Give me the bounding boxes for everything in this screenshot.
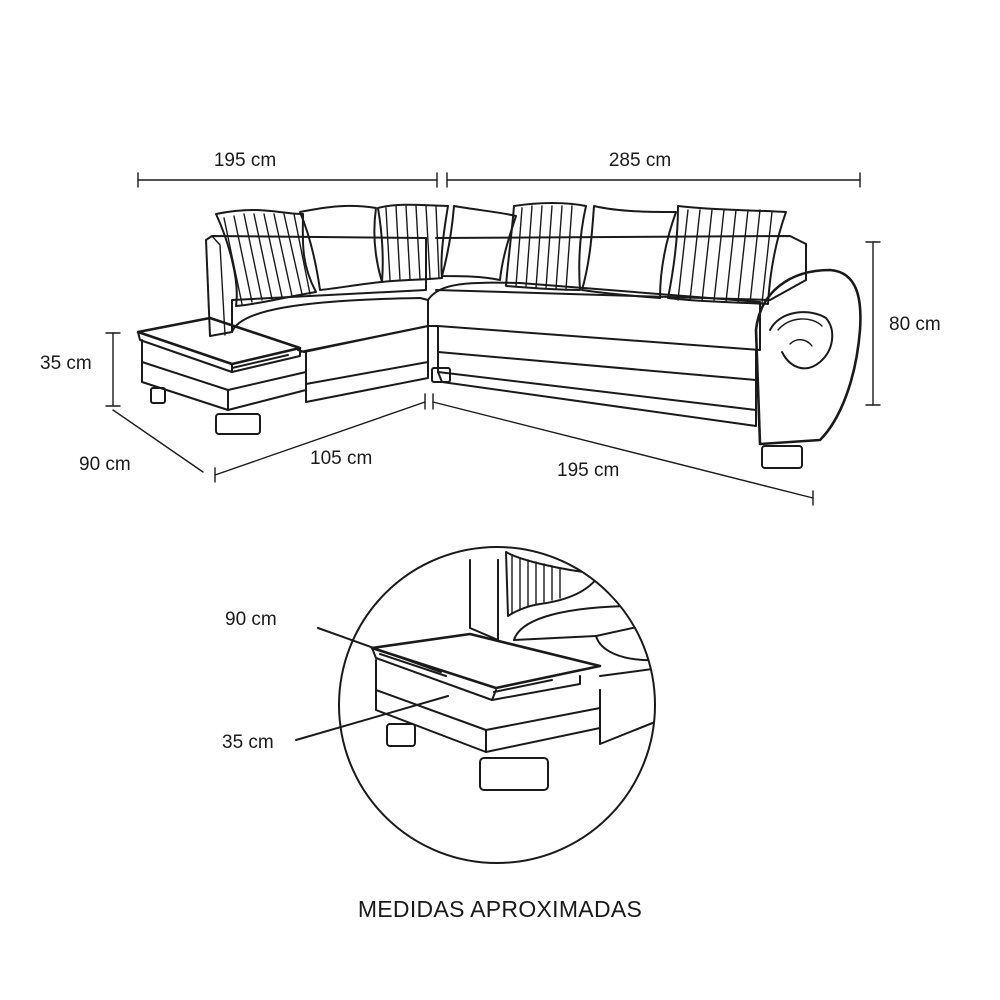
dimension-line-front-right — [432, 393, 814, 506]
detail-foot-front — [479, 757, 549, 791]
foot-right-front — [761, 445, 803, 469]
label-back-height: 80 cm — [889, 314, 941, 335]
striped-pillow-4 — [667, 205, 787, 305]
detail-table-top — [370, 632, 602, 690]
dimension-line-back-height — [865, 241, 881, 406]
dimension-line-chaise-depth — [112, 409, 204, 473]
label-detail-depth: 90 cm — [225, 609, 277, 630]
dimension-line-chaise-height — [105, 332, 121, 407]
dimension-line-top-right — [446, 172, 861, 188]
striped-pillow-1 — [215, 209, 317, 307]
foot-mid — [431, 367, 451, 383]
detail-circle — [338, 546, 656, 864]
label-detail-height: 35 cm — [222, 732, 274, 753]
detail-foot-back — [386, 723, 416, 747]
dimension-line-top-left — [137, 172, 438, 188]
footer-caption: MEDIDAS APROXIMADAS — [358, 896, 642, 922]
label-chaise-height: 35 cm — [40, 353, 92, 374]
right-seat-cushion — [427, 281, 761, 351]
label-front-right-length: 195 cm — [557, 460, 619, 481]
dimension-line-front-left — [214, 393, 426, 483]
plain-pillow-2 — [441, 205, 517, 281]
detail-magnifier — [338, 546, 656, 864]
pointer-line-height — [295, 695, 449, 741]
left-seat-cushion — [231, 297, 429, 353]
label-top-right-width: 285 cm — [609, 150, 671, 171]
label-chaise-depth: 90 cm — [79, 454, 131, 475]
label-front-left-length: 105 cm — [310, 448, 372, 469]
plain-pillow-3 — [581, 205, 677, 299]
foot-left-front — [215, 413, 261, 435]
right-arm — [754, 268, 862, 446]
foot-left-back — [150, 387, 166, 404]
striped-pillow-2 — [377, 203, 449, 283]
pointer-line-depth — [317, 627, 442, 673]
plain-pillow-1 — [299, 204, 383, 291]
label-top-left-width: 195 cm — [214, 150, 276, 171]
chaise-body — [141, 339, 307, 411]
striped-pillow-3 — [505, 202, 587, 291]
sofa-drawing — [136, 202, 862, 469]
left-backrest — [205, 235, 427, 337]
